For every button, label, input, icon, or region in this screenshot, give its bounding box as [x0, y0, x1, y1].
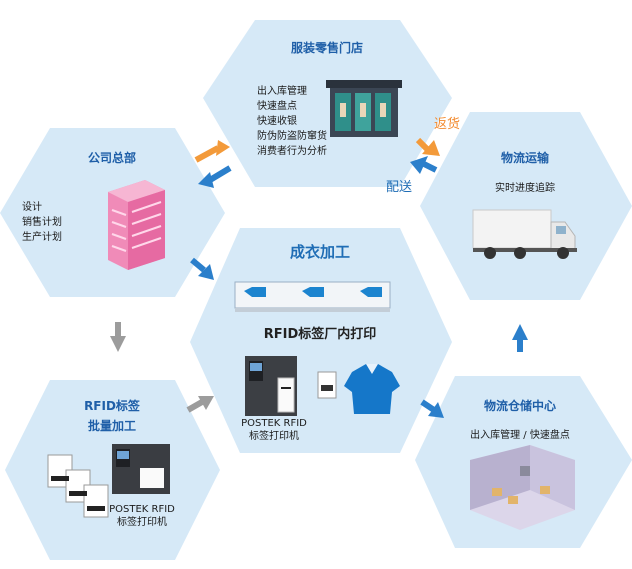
- store-front-image: [326, 80, 402, 137]
- rfid-tags-image: [47, 454, 109, 518]
- arrow-deliver: [410, 156, 438, 174]
- arrow-factory-to-warehouse: [420, 399, 444, 418]
- arrow-hq-to-rfid-batch: [110, 322, 126, 352]
- conveyor-image: [234, 281, 391, 312]
- hq-title: 公司总部: [87, 151, 137, 165]
- factory-tag-image: [317, 371, 337, 399]
- rfid-batch-title-2: 批量加工: [87, 419, 137, 433]
- warehouse-title: 物流仓储中心: [483, 399, 557, 413]
- transport-title: 物流运输: [500, 151, 550, 165]
- hq-items: 设计 销售计划 生产计划: [22, 200, 62, 245]
- factory-printer-image: [245, 356, 297, 416]
- batch-printer-image: [112, 444, 170, 494]
- factory-printer-model: POSTEK RFID: [241, 418, 307, 429]
- hq-item: 销售计划: [22, 217, 62, 228]
- store-item: 快速收银: [257, 116, 297, 127]
- store-item: 出入库管理: [257, 86, 307, 97]
- arrow-return: [415, 137, 440, 156]
- hex-store: [203, 20, 452, 187]
- factory-title: 成衣加工: [289, 243, 351, 261]
- batch-printer-label: 标签打印机: [117, 517, 167, 528]
- store-items: 出入库管理 快速盘点 快速收银 防伪防盗防窜货 消费者行为分析: [257, 84, 327, 159]
- arrow-rfid-batch-to-factory: [186, 396, 214, 413]
- arrow-warehouse-to-transport: [512, 324, 528, 352]
- batch-printer-model: POSTEK RFID: [109, 504, 175, 515]
- store-item: 防伪防盗防窜货: [257, 131, 327, 142]
- conveyor-shirt: [244, 287, 382, 297]
- return-label: 返货: [434, 117, 461, 132]
- store-title: 服装零售门店: [290, 41, 364, 55]
- arrow-store-to-hq: [198, 165, 232, 188]
- factory-printer-label: 标签打印机: [249, 431, 299, 442]
- store-item: 快速盘点: [257, 101, 297, 112]
- hq-item: 生产计划: [22, 232, 62, 243]
- factory-print-title: RFID标签厂内打印: [263, 327, 377, 342]
- rfid-batch-title-1: RFID标签: [84, 399, 140, 413]
- warehouse-image: [470, 445, 575, 530]
- arrow-hq-to-store: [194, 140, 230, 163]
- store-item: 消费者行为分析: [257, 146, 327, 157]
- transport-subtitle: 实时进度追踪: [495, 183, 555, 194]
- hq-item: 设计: [22, 202, 42, 213]
- blue-shirt-image: [344, 364, 400, 414]
- warehouse-subtitle: 出入库管理 / 快速盘点: [470, 430, 570, 441]
- hex-transport: [420, 112, 632, 300]
- truck-image: [472, 209, 577, 259]
- arrow-hq-to-factory: [190, 257, 214, 280]
- hq-building-image: [108, 180, 165, 270]
- deliver-label: 配送: [386, 180, 413, 195]
